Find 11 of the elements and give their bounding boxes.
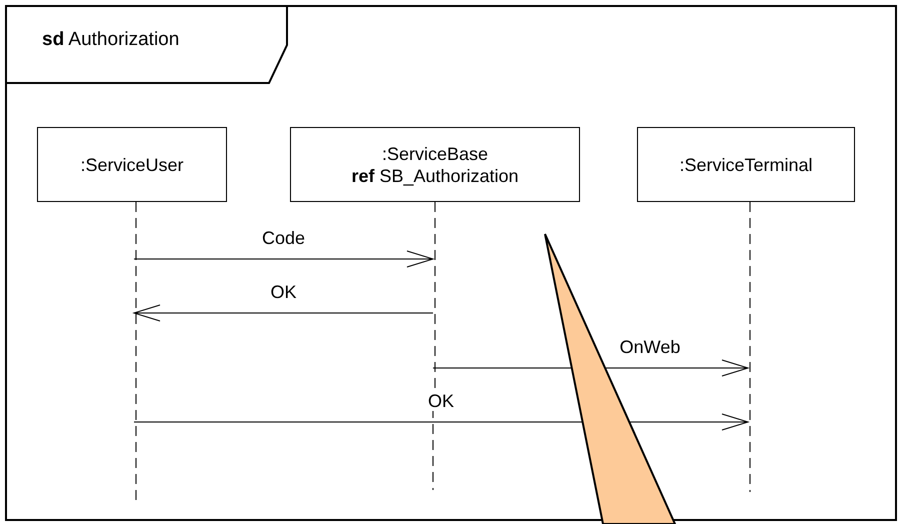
message-arrow xyxy=(134,250,434,268)
frame xyxy=(5,5,897,521)
lifeline-name: :ServiceUser xyxy=(80,154,184,176)
lifeline-name: :ServiceBase xyxy=(382,142,488,164)
frame-title: sd Authorization xyxy=(42,29,180,51)
message-arrow xyxy=(134,304,434,322)
message-label: OK xyxy=(426,391,456,411)
lifeline-name: ref SB_Authorization xyxy=(351,164,519,186)
lifeline-name: :ServiceTerminal xyxy=(679,154,813,176)
message-arrow xyxy=(432,360,748,376)
message-arrow xyxy=(134,414,748,430)
